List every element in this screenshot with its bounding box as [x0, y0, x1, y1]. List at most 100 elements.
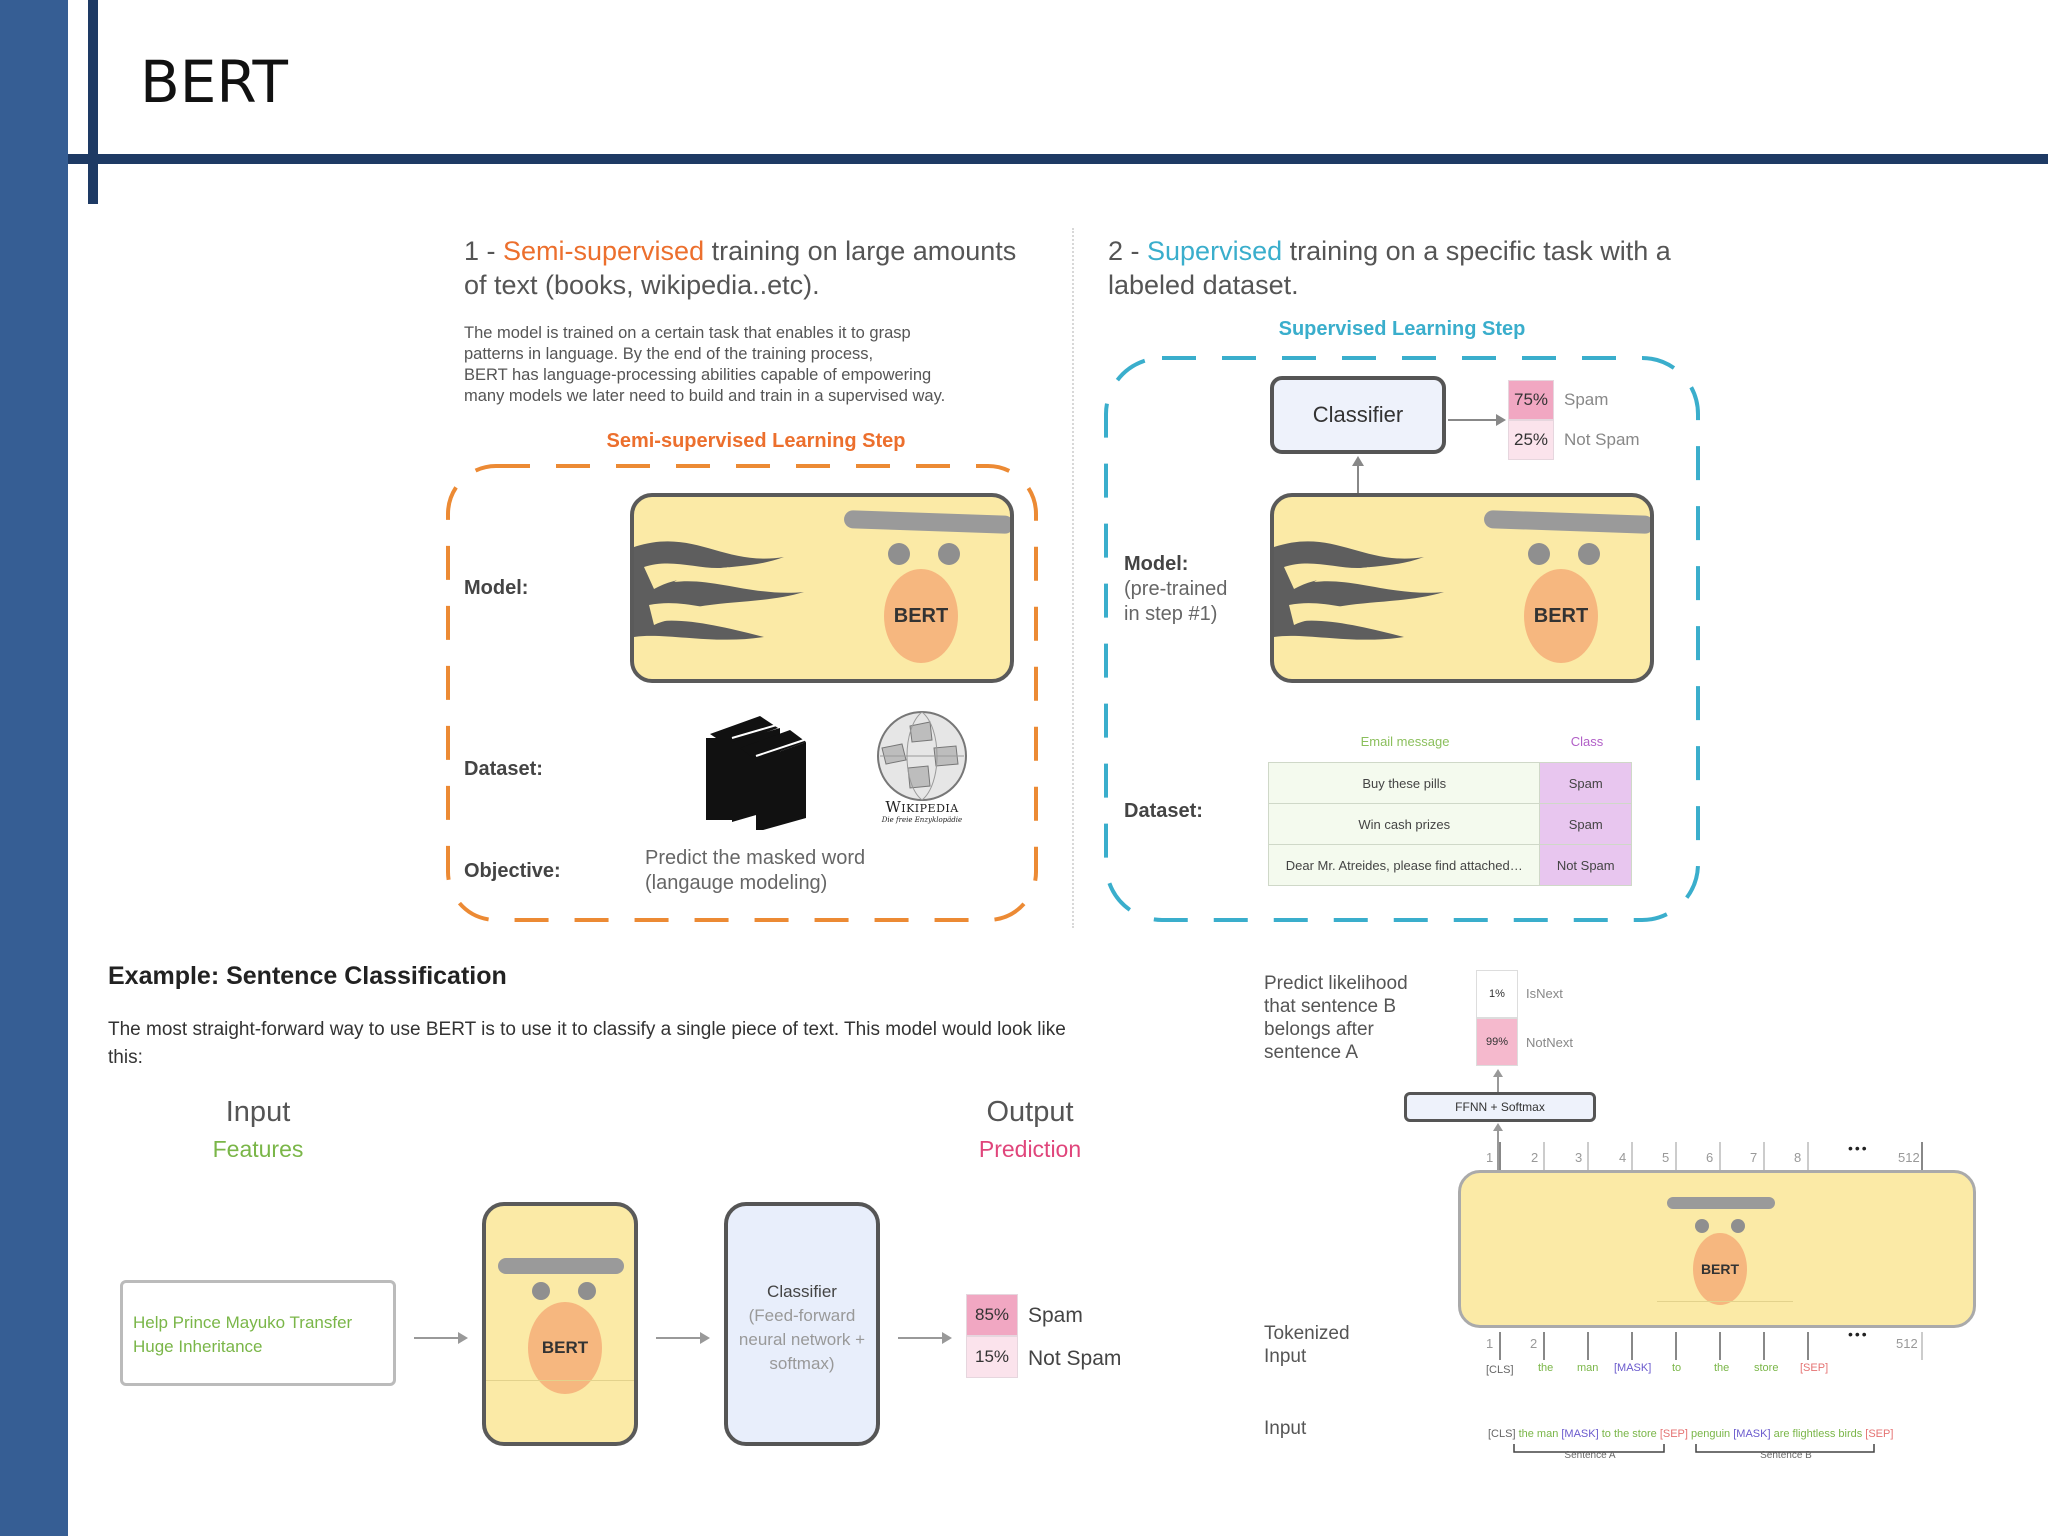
example-input-text-box: Help Prince Mayuko Transfer Huge Inherit…	[120, 1280, 396, 1386]
semi-supervised-highlight: Semi-supervised	[503, 236, 705, 266]
bert-eyebrow	[843, 510, 1010, 534]
nsp-notnext-pct: 99%	[1476, 1018, 1518, 1066]
bert-right-eye	[1578, 543, 1600, 565]
input-title: Input	[225, 1096, 291, 1128]
nsp-notnext-label: NotNext	[1526, 1035, 1573, 1050]
token-mask: [MASK]	[1614, 1362, 1652, 1374]
token-the-2: the	[1714, 1362, 1730, 1374]
example-classifier-box: Classifier (Feed-forward neural network …	[724, 1202, 880, 1446]
panel1-dataset-label: Dataset:	[464, 758, 543, 780]
bert-eyebrow	[1667, 1197, 1775, 1209]
flame-graphic	[1274, 541, 1444, 640]
semi-supervised-step-title: Semi-supervised Learning Step	[606, 430, 906, 452]
wikipedia-wordmark: Wikipedia	[885, 798, 959, 816]
bert-left-eye	[888, 543, 910, 565]
bert-chin-line	[1657, 1301, 1793, 1302]
panel1-description: The model is trained on a certain task t…	[464, 324, 946, 405]
nsp-input-label: Input	[1264, 1418, 1307, 1439]
panel1-objective-text: Predict the masked word (langauge modeli…	[645, 847, 866, 894]
bottom-position-512: 512	[1896, 1336, 1918, 1351]
bert-left-eye	[1528, 543, 1550, 565]
output-title: Output	[986, 1096, 1074, 1128]
top-position-5: 5	[1662, 1150, 1670, 1165]
example-description: The most straight-forward way to use BER…	[108, 1019, 1066, 1068]
sentence-b-label: Sentence B	[1760, 1450, 1812, 1461]
top-position-6: 6	[1706, 1150, 1714, 1165]
left-accent-bar	[0, 0, 68, 1536]
input-subtitle: Features	[212, 1136, 304, 1162]
bottom-position-2: 2	[1530, 1336, 1538, 1351]
example-output-spam-label: Spam	[1028, 1304, 1083, 1327]
bert-right-eye	[938, 543, 960, 565]
bert-nose: BERT	[528, 1302, 602, 1394]
sentence-brackets	[1513, 1444, 1875, 1453]
top-position-8: 8	[1794, 1150, 1802, 1165]
flame-graphic	[634, 541, 804, 640]
top-position-4: 4	[1619, 1150, 1627, 1165]
wikipedia-globe-icon	[877, 711, 967, 801]
panel1-objective-label: Objective:	[464, 860, 561, 882]
bert-right-eye	[578, 1282, 596, 1300]
nsp-predict-text: Predict likelihood that sentence B belon…	[1264, 973, 1408, 1063]
dataset-col-header-message: Email message	[1360, 734, 1450, 749]
table-cell-class: Spam	[1539, 803, 1632, 845]
bert-to-classifier-arrow	[1352, 456, 1364, 494]
supervised-dashed-frame	[1104, 356, 1700, 922]
bert-right-eye	[1731, 1219, 1745, 1233]
input-to-bert-arrow	[414, 1332, 468, 1344]
slide-title: BERT	[140, 48, 288, 116]
ffnn-softmax-box: FFNN + Softmax	[1404, 1092, 1596, 1122]
title-horizontal-rule	[68, 154, 2048, 164]
panel1-model-label: Model:	[464, 577, 529, 599]
bottom-ellipsis: •••	[1848, 1326, 1869, 1342]
bottom-position-1: 1	[1486, 1336, 1494, 1351]
token-man: man	[1577, 1362, 1599, 1374]
panel1-heading: 1 - Semi-supervised training on large am…	[464, 236, 1017, 300]
example-output-notspam-pct: 15%	[966, 1336, 1018, 1378]
bert-left-eye	[532, 1282, 550, 1300]
token-store: store	[1754, 1362, 1779, 1374]
panel2-output-spam-pct: 75%	[1508, 380, 1554, 420]
supervised-highlight: Supervised	[1147, 236, 1283, 266]
panel2-heading: 2 - Supervised training on a specific ta…	[1108, 236, 1671, 300]
table-cell-message: Buy these pills	[1267, 762, 1541, 804]
token-cls: [CLS]	[1486, 1364, 1514, 1376]
supervised-step-title: Supervised Learning Step	[1278, 318, 1526, 340]
nsp-isnext-label: IsNext	[1526, 986, 1563, 1001]
bert-eyebrow	[1483, 510, 1650, 534]
panel2-output-notspam-pct: 25%	[1508, 420, 1554, 460]
panel2-model-label: Model:	[1124, 553, 1189, 575]
ffnn-to-output-arrow	[1493, 1069, 1503, 1092]
table-cell-message: Dear Mr. Atreides, please find attached…	[1267, 844, 1541, 886]
example-output-notspam-label: Not Spam	[1028, 1347, 1122, 1370]
top-position-7: 7	[1750, 1150, 1758, 1165]
dataset-col-header-class: Class	[1570, 734, 1604, 749]
table-cell-message: Win cash prizes	[1267, 803, 1541, 845]
bert-model-nsp: BERT	[1458, 1170, 1976, 1328]
top-output-arrows	[1499, 1142, 1923, 1170]
bert-model-example: BERT	[482, 1202, 638, 1446]
bert-nose: BERT	[1693, 1233, 1747, 1305]
bert-nose: BERT	[1524, 569, 1598, 663]
nsp-isnext-pct: 1%	[1476, 970, 1518, 1018]
classifier-to-output-arrow	[898, 1332, 952, 1344]
top-position-512: 512	[1898, 1150, 1920, 1165]
token-input-arrows	[1499, 1332, 1923, 1360]
bert-model-panel1: BERT	[630, 493, 1014, 683]
panel2-classifier-box: Classifier	[1270, 376, 1446, 454]
panel2-dataset-label: Dataset:	[1124, 800, 1203, 822]
panel2-output-spam-label: Spam	[1564, 390, 1609, 409]
example-output-spam-pct: 85%	[966, 1294, 1018, 1336]
top-position-2: 2	[1531, 1150, 1539, 1165]
nsp-input-sentence: [CLS] the man [MASK] to the store [SEP] …	[1488, 1428, 1894, 1440]
classifier-to-output-arrow	[1448, 414, 1506, 426]
semi-supervised-dashed-frame	[446, 464, 1038, 922]
panel-divider	[1072, 228, 1074, 928]
table-row: Buy these pills Spam	[1267, 762, 1632, 804]
table-row: Win cash prizes Spam	[1267, 803, 1632, 845]
labeled-dataset-table: Buy these pills Spam Win cash prizes Spa…	[1267, 762, 1632, 886]
bert-to-classifier-arrow	[656, 1332, 710, 1344]
panel2-model-sublabel: (pre-trained in step #1)	[1124, 578, 1228, 625]
books-icon	[706, 716, 806, 830]
sentence-a-label: Sentence A	[1564, 1450, 1616, 1461]
